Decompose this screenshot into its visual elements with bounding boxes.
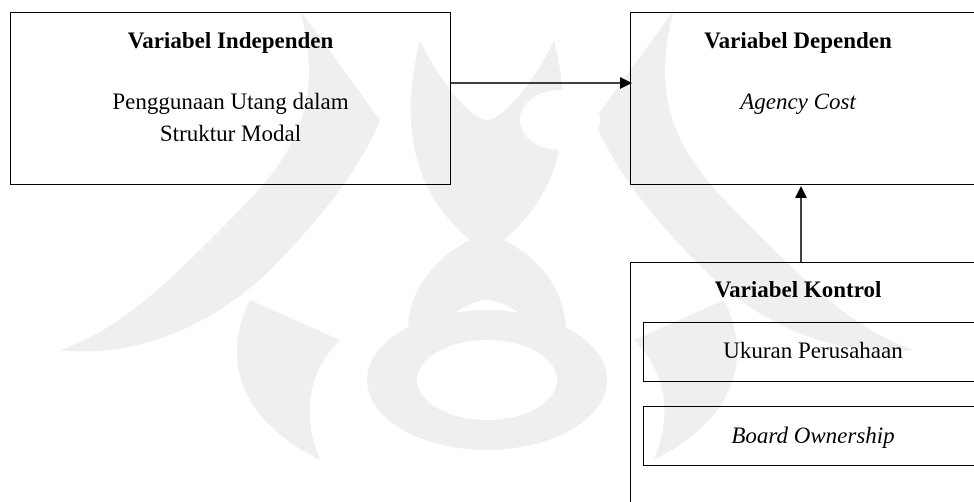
watermark-emblem [60,10,914,460]
independent-variable-box: Variabel Independen Penggunaan Utang dal… [10,12,451,185]
control-item-firm-size: Ukuran Perusahaan [643,322,974,382]
independent-variable-title: Variabel Independen [127,28,334,53]
control-item-board-ownership: Board Ownership [643,406,974,466]
independent-variable-description: Penggunaan Utang dalam Struktur Modal [11,86,450,150]
dependent-variable-title: Variabel Dependen [704,28,892,53]
dependent-variable-box: Variabel Dependen Agency Cost [630,12,974,185]
independent-line-1: Penggunaan Utang dalam [112,89,349,114]
independent-line-2: Struktur Modal [159,121,302,146]
control-variable-title: Variabel Kontrol [714,277,882,302]
control-variable-box: Variabel Kontrol [630,262,974,502]
dependent-variable-value: Agency Cost [740,89,856,114]
